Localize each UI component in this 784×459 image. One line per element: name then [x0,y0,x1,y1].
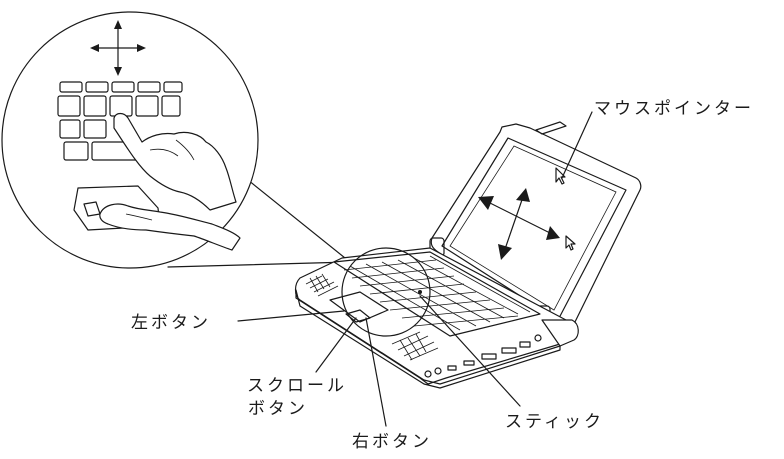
leader-left-button [237,310,345,322]
leader-stick [419,295,521,407]
laptop-keyboard [333,251,541,337]
mouse-pointer-icon [555,167,566,185]
speaker-left [305,273,339,297]
mouse-pointer-icon-2 [565,235,576,251]
zoom-callout [1,11,351,269]
laptop-touchpad [329,291,389,323]
label-left-button: 左ボタン [131,313,211,333]
speaker-right [391,331,439,361]
screen-move-arrows-icon [478,188,560,260]
pointing-stick [418,290,422,294]
laptop [294,121,642,389]
leader-right-button [365,317,387,427]
leader-scroll-button [315,317,357,373]
label-mouse-pointer: マウスポインター [594,99,754,119]
label-scroll-button-line2: ボタン [248,399,308,419]
magnified-keys [57,81,183,161]
front-ports [424,334,542,378]
callout-line-upper [237,171,351,263]
leader-mouse-pointer [561,111,593,179]
hand-upper [113,112,237,211]
label-right-button: 右ボタン [352,432,432,452]
zoom-target-circle [341,247,431,337]
callout-line-lower [167,261,351,268]
label-scroll-button-line1: スクロール [247,376,347,396]
move-arrows-icon [90,20,146,76]
label-stick: スティック [505,412,604,432]
leader-lines [237,111,593,427]
